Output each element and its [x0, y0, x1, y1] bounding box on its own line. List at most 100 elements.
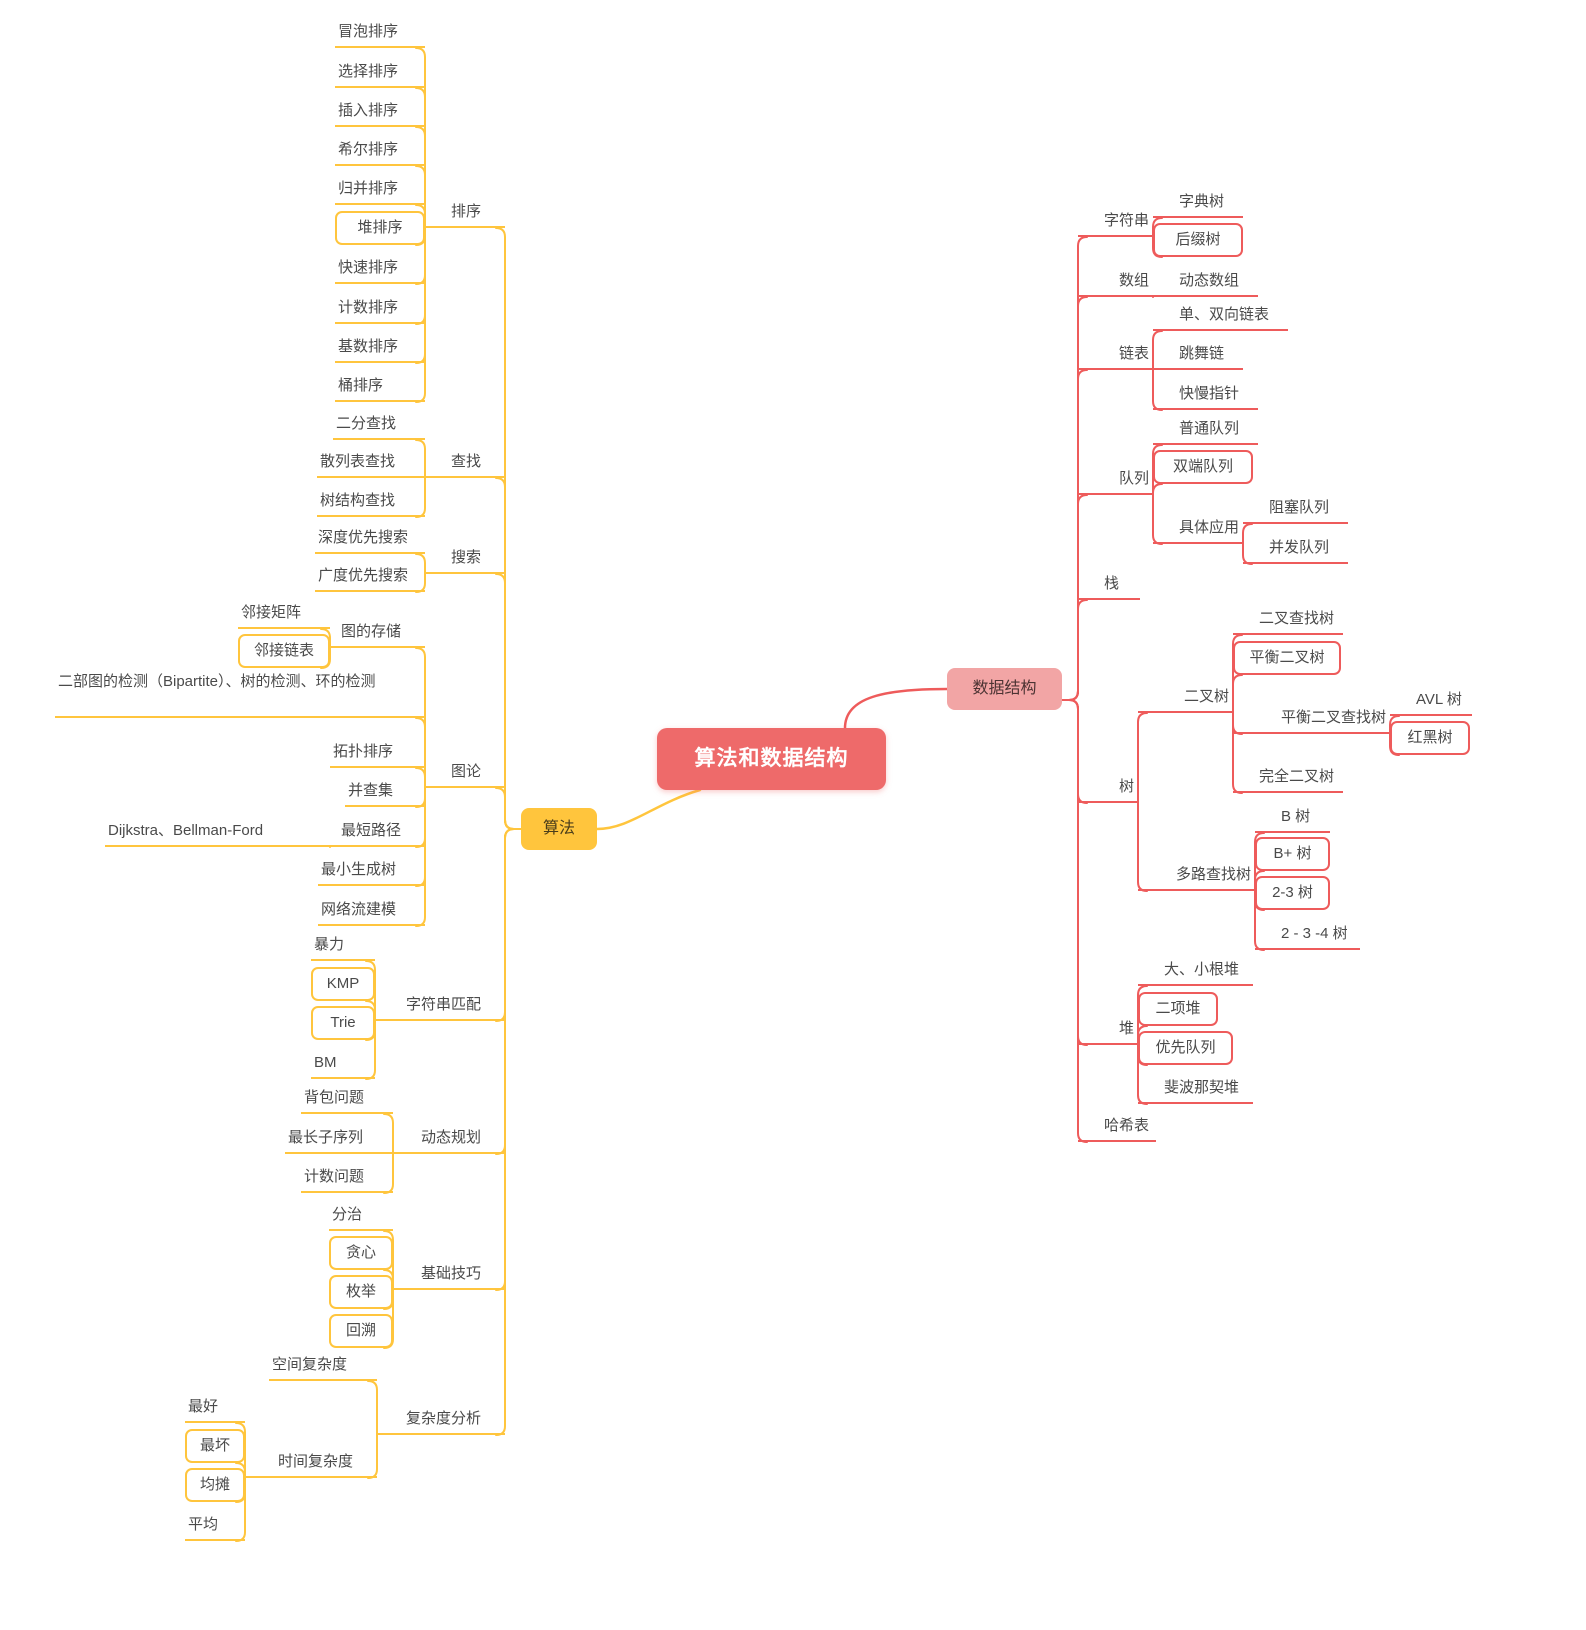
- branch-node-ds[interactable]: 数据结构: [947, 668, 1062, 710]
- node-strm[interactable]: 字符串匹配: [375, 991, 505, 1021]
- edge-line: [495, 787, 522, 830]
- node-s1[interactable]: 冒泡排序: [335, 18, 425, 48]
- edge-line: [843, 687, 949, 730]
- node-g1a[interactable]: 邻接矩阵: [238, 599, 330, 629]
- node-t1d[interactable]: 完全二叉树: [1233, 763, 1343, 793]
- node-t1c1[interactable]: AVL 树: [1390, 686, 1472, 716]
- node-m3[interactable]: Trie: [311, 1006, 375, 1040]
- node-b1[interactable]: 分治: [329, 1201, 393, 1231]
- node-hash[interactable]: 哈希表: [1078, 1112, 1156, 1142]
- node-c2b[interactable]: 最坏: [185, 1429, 245, 1463]
- node-basic[interactable]: 基础技巧: [393, 1260, 505, 1290]
- node-c1[interactable]: 空间复杂度: [269, 1351, 377, 1381]
- node-str[interactable]: 字符串: [1078, 207, 1153, 237]
- edge-line: [1152, 483, 1163, 496]
- node-d3[interactable]: 计数问题: [301, 1163, 393, 1193]
- node-a1[interactable]: 动态数组: [1153, 267, 1258, 297]
- branch-node-algo[interactable]: 算法: [521, 808, 597, 850]
- node-sort[interactable]: 排序: [425, 198, 505, 228]
- node-find[interactable]: 查找: [425, 448, 505, 478]
- node-t1[interactable]: 二叉树: [1138, 683, 1233, 713]
- node-stack[interactable]: 栈: [1078, 570, 1140, 600]
- node-c2[interactable]: 时间复杂度: [245, 1448, 377, 1478]
- node-l2[interactable]: 跳舞链: [1153, 340, 1243, 370]
- node-g5[interactable]: 最短路径: [330, 817, 425, 847]
- edge-line: [595, 788, 702, 831]
- node-r2[interactable]: 后缀树: [1153, 223, 1243, 257]
- node-heap[interactable]: 堆: [1078, 1015, 1138, 1045]
- node-g7[interactable]: 网络流建模: [318, 896, 425, 926]
- node-g4[interactable]: 并查集: [345, 777, 425, 807]
- node-t2b[interactable]: B+ 树: [1255, 837, 1330, 871]
- node-t2d[interactable]: 2 - 3 -4 树: [1255, 920, 1360, 950]
- node-r1[interactable]: 字典树: [1153, 188, 1243, 218]
- edge-line: [1061, 699, 1088, 1046]
- node-q3a[interactable]: 阻塞队列: [1243, 494, 1348, 524]
- node-b3[interactable]: 枚举: [329, 1275, 393, 1309]
- node-t2a[interactable]: B 树: [1255, 803, 1330, 833]
- node-h4[interactable]: 斐波那契堆: [1138, 1074, 1253, 1104]
- node-t2c[interactable]: 2-3 树: [1255, 876, 1330, 910]
- node-h2[interactable]: 二项堆: [1138, 992, 1218, 1026]
- node-s9[interactable]: 基数排序: [335, 333, 425, 363]
- node-h1[interactable]: 大、小根堆: [1138, 956, 1253, 986]
- node-l3[interactable]: 快慢指针: [1153, 380, 1258, 410]
- node-tree[interactable]: 树: [1078, 773, 1138, 803]
- node-t1a[interactable]: 二叉查找树: [1233, 605, 1343, 635]
- node-s7[interactable]: 快速排序: [335, 254, 425, 284]
- node-s8[interactable]: 计数排序: [335, 294, 425, 324]
- node-b4[interactable]: 回溯: [329, 1314, 393, 1348]
- node-t1c[interactable]: 平衡二叉查找树: [1233, 704, 1390, 734]
- node-s6[interactable]: 堆排序: [335, 211, 425, 245]
- node-g1[interactable]: 图的存储: [330, 618, 425, 648]
- node-g2[interactable]: 二部图的检测（Bipartite）、树的检测、环的检测: [55, 670, 425, 718]
- node-s4[interactable]: 希尔排序: [335, 136, 425, 166]
- node-s10[interactable]: 桶排序: [335, 372, 425, 402]
- node-g6[interactable]: 最小生成树: [318, 856, 425, 886]
- node-search[interactable]: 搜索: [425, 544, 505, 574]
- node-m1[interactable]: 暴力: [311, 931, 375, 961]
- node-arr[interactable]: 数组: [1078, 267, 1153, 297]
- node-queue[interactable]: 队列: [1078, 465, 1153, 495]
- node-d2[interactable]: 最长子序列: [285, 1124, 393, 1154]
- node-graph[interactable]: 图论: [425, 758, 505, 788]
- node-c2a[interactable]: 最好: [185, 1393, 245, 1423]
- node-s3[interactable]: 插入排序: [335, 97, 425, 127]
- node-h3[interactable]: 优先队列: [1138, 1031, 1233, 1065]
- edge-line: [495, 573, 522, 830]
- node-l1[interactable]: 单、双向链表: [1153, 301, 1288, 331]
- node-m4[interactable]: BM: [311, 1049, 375, 1079]
- node-se1[interactable]: 深度优先搜索: [315, 524, 425, 554]
- node-cx[interactable]: 复杂度分析: [377, 1405, 505, 1435]
- node-q2[interactable]: 双端队列: [1153, 450, 1253, 484]
- node-se2[interactable]: 广度优先搜索: [315, 562, 425, 592]
- root-node[interactable]: 算法和数据结构: [657, 728, 886, 790]
- node-q1[interactable]: 普通队列: [1153, 415, 1258, 445]
- edge-line: [1137, 712, 1148, 804]
- edge-line: [1061, 699, 1088, 1143]
- edge-line: [495, 828, 522, 1291]
- node-g3[interactable]: 拓扑排序: [330, 738, 425, 768]
- node-q3[interactable]: 具体应用: [1153, 514, 1243, 544]
- node-q3b[interactable]: 并发队列: [1243, 534, 1348, 564]
- node-c2c[interactable]: 均摊: [185, 1468, 245, 1502]
- node-t1b[interactable]: 平衡二叉树: [1233, 641, 1341, 675]
- node-m2[interactable]: KMP: [311, 967, 375, 1001]
- node-f1[interactable]: 二分查找: [333, 410, 425, 440]
- node-f2[interactable]: 散列表查找: [317, 448, 425, 478]
- node-t2[interactable]: 多路查找树: [1138, 861, 1255, 891]
- node-b2[interactable]: 贪心: [329, 1236, 393, 1270]
- edge-line: [1061, 599, 1088, 701]
- node-t1c2[interactable]: 红黑树: [1390, 721, 1470, 755]
- node-s5[interactable]: 归并排序: [335, 175, 425, 205]
- node-s2[interactable]: 选择排序: [335, 58, 425, 88]
- node-list[interactable]: 链表: [1078, 340, 1153, 370]
- node-f3[interactable]: 树结构查找: [317, 487, 425, 517]
- node-g1b[interactable]: 邻接链表: [238, 634, 330, 668]
- node-dp[interactable]: 动态规划: [393, 1124, 505, 1154]
- node-g5a[interactable]: Dijkstra、Bellman-Ford: [105, 817, 330, 847]
- node-c2d[interactable]: 平均: [185, 1511, 245, 1541]
- node-d1[interactable]: 背包问题: [301, 1084, 393, 1114]
